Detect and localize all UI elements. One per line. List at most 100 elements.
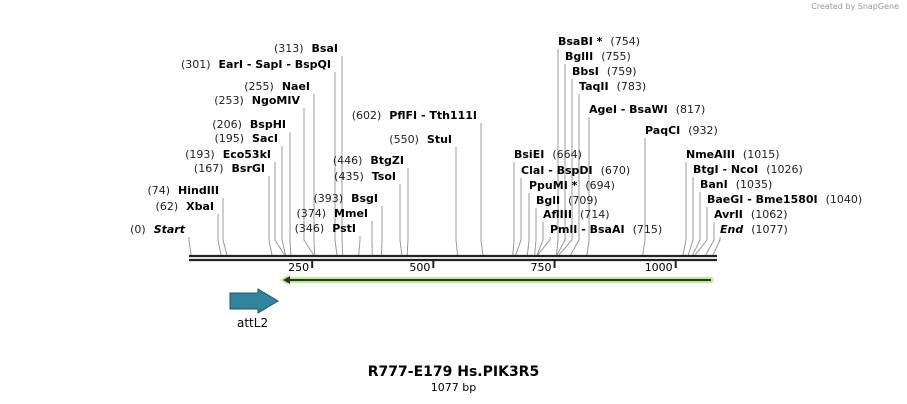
site-name: BglI [536, 194, 561, 207]
site-label-start[interactable]: (0)Start [130, 223, 185, 236]
site-name: SacI [252, 132, 278, 145]
site-name: End [720, 223, 744, 236]
site-label-paqci[interactable]: PaqCI(932) [645, 124, 718, 137]
site-label-hindiii[interactable]: (74) HindIII [147, 184, 219, 197]
site-label-clai[interactable]: ClaI - BspDI (670) [521, 164, 630, 177]
site-label-tsoi[interactable]: (435)TsoI [334, 170, 396, 183]
site-position: (346) [294, 222, 325, 235]
site-label-bsgi[interactable]: (393) BsgI [314, 192, 379, 205]
cut-line [274, 162, 285, 256]
site-label-eari[interactable]: (301)EarI - SapI - BspQI [181, 58, 331, 71]
site-name: BsaI [311, 42, 338, 55]
cut-line [682, 162, 687, 256]
site-label-eco53ki[interactable]: (193)Eco53kI [185, 148, 271, 161]
site-label-afliii[interactable]: AflIII(714) [543, 208, 610, 221]
cut-line [380, 206, 383, 256]
site-name: BspHI [249, 118, 286, 131]
site-name: ClaI - BspDI [521, 164, 593, 177]
site-label-saci[interactable]: (195)SacI [214, 132, 278, 145]
site-name: NgoMIV [251, 94, 300, 107]
feature-label-attl2[interactable]: attL2 [237, 316, 269, 330]
site-label-btgi[interactable]: BtgI - NcoI(1026) [693, 163, 803, 176]
sequence-length: 1077 bp [430, 381, 477, 394]
site-label-bani[interactable]: BanI(1035) [700, 178, 772, 191]
cut-line [406, 168, 409, 256]
cut-line [586, 117, 590, 256]
site-label-bsphi[interactable]: (206) BspHI [212, 118, 286, 131]
site-label-pmli[interactable]: PmlI - BsaAI(715) [550, 223, 662, 236]
site-position: (167) [193, 162, 224, 175]
site-position: (62) [155, 200, 179, 213]
site-label-mmei[interactable]: (374)MmeI [296, 207, 368, 220]
site-label-ppumi[interactable]: PpuMI *(694) [529, 179, 615, 192]
site-label-agei[interactable]: AgeI - BsaWI(817) [589, 103, 705, 116]
site-name: BsgI [351, 192, 378, 205]
cut-line [705, 222, 715, 256]
cut-line [289, 132, 292, 256]
tick-label: 1000 [644, 261, 673, 274]
site-position: (74) [147, 184, 171, 197]
site-position: (393) [313, 192, 344, 205]
arrow-left-icon [283, 276, 291, 284]
site-label-ngomiv[interactable]: (253) NgoMIV [214, 94, 300, 107]
site-label-baegi[interactable]: BaeGI - Bme1580I(1040) [707, 193, 862, 206]
site-label-pflfi[interactable]: (602)PflFI - Tth111I [352, 109, 477, 122]
site-position: (602) [351, 109, 382, 122]
site-name: XbaI [186, 200, 214, 213]
site-position: (754) [610, 35, 641, 48]
site-name: TsoI [371, 170, 396, 183]
site-label-bgli[interactable]: BglI (709) [536, 194, 598, 207]
site-label-btgzi[interactable]: (446) BtgZI [333, 154, 404, 167]
site-name: BsiEI [514, 148, 545, 161]
cut-line [222, 198, 228, 256]
tick-label: 250 [288, 261, 310, 274]
tick-label: 500 [409, 261, 431, 274]
site-label-psti[interactable]: (346)PstI [295, 222, 356, 235]
cut-line [217, 214, 222, 256]
site-position: (1015) [742, 148, 780, 161]
site-position: (446) [332, 154, 363, 167]
site-label-bsrgi[interactable]: (167)BsrGI [194, 162, 265, 175]
site-label-bsai[interactable]: (313)BsaI [274, 42, 338, 55]
site-name: AvrII [714, 208, 743, 221]
site-label-bbsi[interactable]: BbsI(759) [572, 65, 637, 78]
site-position: (670) [600, 164, 631, 177]
site-label-bsiei[interactable]: BsiEI(664) [514, 148, 582, 161]
site-position: (206) [212, 118, 242, 131]
site-name: TaqII [579, 80, 609, 93]
site-label-nmeaiii[interactable]: NmeAIII (1015) [686, 148, 780, 161]
site-position: (714) [579, 208, 610, 221]
site-label-taqii[interactable]: TaqII (783) [579, 80, 646, 93]
cut-line [341, 56, 344, 256]
cut-line [526, 193, 530, 256]
site-position: (253) [214, 94, 244, 107]
attl2-feature-arrow [229, 288, 279, 314]
site-position: (1077) [751, 223, 788, 236]
site-label-xbai[interactable]: (62) XbaI [156, 200, 214, 213]
cut-line [455, 147, 459, 256]
site-label-bglii[interactable]: BglII(755) [565, 50, 631, 63]
site-position: (709) [568, 194, 598, 207]
site-label-stui[interactable]: (550)StuI [389, 133, 452, 146]
cut-line [555, 49, 559, 256]
site-label-bsabi[interactable]: BsaBI *(754) [558, 35, 640, 48]
site-name: NmeAIII [686, 148, 735, 161]
site-name: EarI - SapI - BspQI [218, 58, 331, 71]
site-label-naei[interactable]: (255)NaeI [244, 80, 310, 93]
cut-line [313, 94, 316, 256]
cut-line [334, 72, 338, 256]
cut-line [558, 79, 573, 256]
site-position: (783) [616, 80, 647, 93]
cut-line [268, 176, 273, 256]
tick-label: 750 [530, 261, 552, 274]
site-name: BtgZI [370, 154, 404, 167]
site-position: (550) [389, 133, 419, 146]
site-name: HindIII [178, 184, 219, 197]
site-name: BbsI [572, 65, 599, 78]
site-label-avrii[interactable]: AvrII(1062) [714, 208, 787, 221]
site-position: (755) [601, 50, 631, 63]
cut-line [358, 236, 361, 256]
site-label-end[interactable]: End (1077) [720, 223, 788, 236]
site-name: BanI [700, 178, 728, 191]
